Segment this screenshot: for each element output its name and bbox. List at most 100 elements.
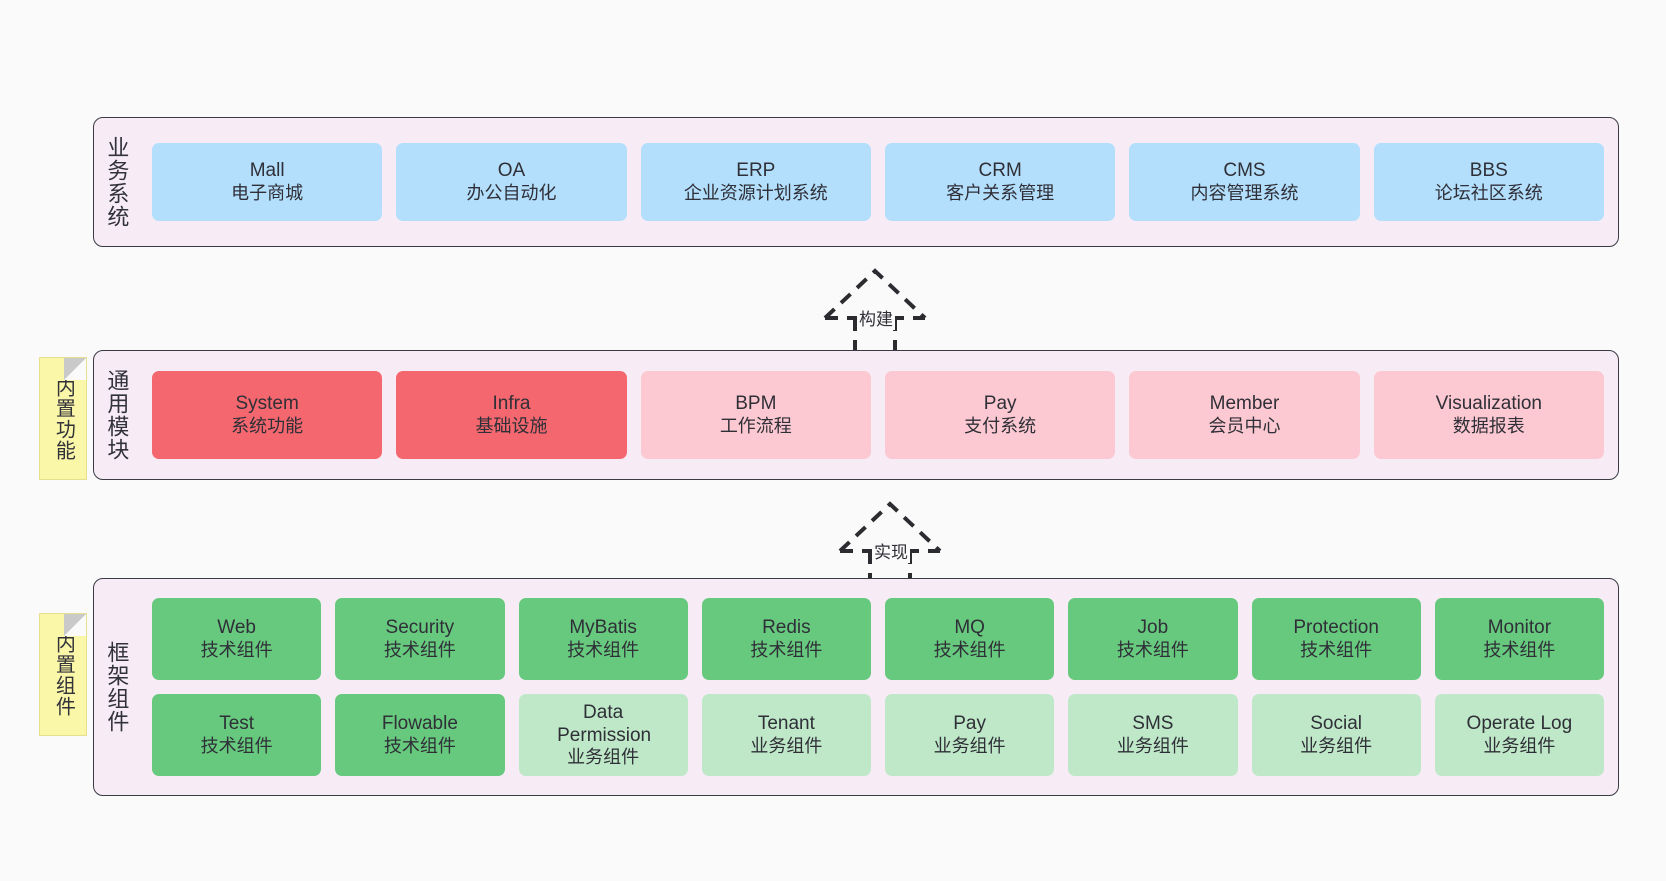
card-mybatis-name: MyBatis [569,617,637,639]
card-member-name: Member [1209,393,1280,415]
connector-implement-label: 实现 [872,538,910,563]
card-infra-name: Infra [492,393,531,415]
layer-title-business-system: 业务系统 [104,136,130,228]
card-cms[interactable]: CMS 内容管理系统 [1129,143,1360,221]
card-crm[interactable]: CRM 客户关系管理 [884,143,1116,221]
card-test-desc: 技术组件 [200,735,273,756]
card-sms-name: SMS [1132,713,1174,735]
card-job[interactable]: Job 技术组件 [1068,598,1238,680]
card-tenant[interactable]: Tenant 业务组件 [701,694,871,776]
card-redis-desc: 技术组件 [750,639,823,660]
card-oa-desc: 办公自动化 [466,182,557,203]
card-mybatis[interactable]: MyBatis 技术组件 [518,598,688,680]
card-system-name: System [235,393,299,415]
card-bbs[interactable]: BBS 论坛社区系统 [1373,143,1604,221]
card-erp[interactable]: ERP 企业资源计划系统 [640,143,871,221]
connector-build-label: 构建 [857,305,895,330]
connector-build: 构建 [805,265,927,360]
card-erp-name: ERP [736,160,776,182]
card-operate-log-name: Operate Log [1466,713,1573,735]
layer-body-business-system: Mall 电子商城 OA 办公自动化 ERP 企业资源计划系统 CRM 客户关系… [138,118,1618,246]
card-web-name: Web [217,617,256,639]
card-web[interactable]: Web 技术组件 [152,598,322,680]
card-redis-name: Redis [762,617,811,639]
card-test-name: Test [219,713,255,735]
card-mq-desc: 技术组件 [933,639,1006,660]
card-erp-desc: 企业资源计划系统 [683,182,828,203]
card-flowable[interactable]: Flowable 技术组件 [335,694,505,776]
card-pay-component-desc: 业务组件 [933,735,1006,756]
sticky-note-builtin-components-label: 内置组件 [52,632,75,717]
layer-body-common-modules: System 系统功能 Infra 基础设施 BPM 工作流程 Pay 支付系统… [138,351,1618,479]
card-data-permission[interactable]: Data Permission 业务组件 [518,694,688,776]
card-flowable-name: Flowable [381,713,458,735]
card-security[interactable]: Security 技术组件 [335,598,505,680]
card-bbs-desc: 论坛社区系统 [1434,182,1543,203]
card-mall-desc: 电子商城 [231,182,304,203]
card-crm-name: CRM [978,160,1022,182]
layer-business-system: 业务系统 Mall 电子商城 OA 办公自动化 ERP 企业资源计划系统 CRM… [93,117,1619,247]
card-monitor[interactable]: Monitor 技术组件 [1434,598,1604,680]
card-data-permission-desc: 业务组件 [567,747,640,768]
card-pay-module-name: Pay [983,393,1017,415]
card-protection-name: Protection [1293,617,1379,639]
card-system[interactable]: System 系统功能 [152,371,383,459]
layer-title-common-modules: 通用模块 [104,369,130,461]
card-mybatis-desc: 技术组件 [567,639,640,660]
card-infra-desc: 基础设施 [475,415,548,436]
card-visualization-desc: 数据报表 [1452,415,1525,436]
card-operate-log[interactable]: Operate Log 业务组件 [1434,694,1604,776]
card-cms-desc: 内容管理系统 [1190,182,1299,203]
card-monitor-name: Monitor [1487,617,1552,639]
card-protection[interactable]: Protection 技术组件 [1251,598,1421,680]
card-sms-desc: 业务组件 [1116,735,1189,756]
card-cms-name: CMS [1223,160,1266,182]
card-system-desc: 系统功能 [231,415,304,436]
card-social-name: Social [1310,713,1362,735]
connector-implement: 实现 [820,498,942,593]
card-mq-name: MQ [954,617,985,639]
card-test[interactable]: Test 技术组件 [152,694,322,776]
card-job-name: Job [1137,617,1169,639]
card-visualization[interactable]: Visualization 数据报表 [1373,371,1604,459]
card-pay-module-desc: 支付系统 [964,415,1037,436]
card-web-desc: 技术组件 [200,639,273,660]
layer-common-modules: 通用模块 System 系统功能 Infra 基础设施 BPM 工作流程 Pay… [93,350,1619,480]
card-pay-component[interactable]: Pay 业务组件 [885,694,1055,776]
card-sms[interactable]: SMS 业务组件 [1068,694,1238,776]
card-visualization-name: Visualization [1435,393,1542,415]
card-tenant-desc: 业务组件 [750,735,823,756]
business-system-row: Mall 电子商城 OA 办公自动化 ERP 企业资源计划系统 CRM 客户关系… [152,143,1604,221]
sticky-note-builtin-features-label: 内置功能 [52,376,75,461]
card-member-desc: 会员中心 [1208,415,1281,436]
card-bbs-name: BBS [1469,160,1508,182]
card-social[interactable]: Social 业务组件 [1251,694,1421,776]
card-bpm-desc: 工作流程 [719,415,792,436]
card-pay-module[interactable]: Pay 支付系统 [884,371,1116,459]
card-bpm[interactable]: BPM 工作流程 [640,371,871,459]
card-oa[interactable]: OA 办公自动化 [396,143,627,221]
card-mall[interactable]: Mall 电子商城 [152,143,383,221]
card-member[interactable]: Member 会员中心 [1129,371,1360,459]
card-monitor-desc: 技术组件 [1483,639,1556,660]
layer-framework-components: 框架组件 Web 技术组件 Security 技术组件 MyBatis 技术组件… [93,578,1619,796]
card-security-name: Security [385,617,455,639]
card-infra[interactable]: Infra 基础设施 [396,371,627,459]
sticky-note-builtin-features: 内置功能 [39,357,87,480]
card-protection-desc: 技术组件 [1300,639,1373,660]
card-mall-name: Mall [249,160,285,182]
card-social-desc: 业务组件 [1300,735,1373,756]
card-redis[interactable]: Redis 技术组件 [701,598,871,680]
layer-title-framework-components: 框架组件 [104,641,130,733]
card-bpm-name: BPM [735,393,777,415]
card-crm-desc: 客户关系管理 [946,182,1055,203]
card-security-desc: 技术组件 [383,639,456,660]
card-tenant-name: Tenant [757,713,815,735]
layer-body-framework-components: Web 技术组件 Security 技术组件 MyBatis 技术组件 Redi… [138,579,1618,795]
card-oa-name: OA [497,160,526,182]
framework-components-row-technical: Web 技术组件 Security 技术组件 MyBatis 技术组件 Redi… [152,598,1604,680]
card-data-permission-name: Data Permission [557,701,652,747]
card-mq[interactable]: MQ 技术组件 [885,598,1055,680]
card-operate-log-desc: 业务组件 [1483,735,1556,756]
